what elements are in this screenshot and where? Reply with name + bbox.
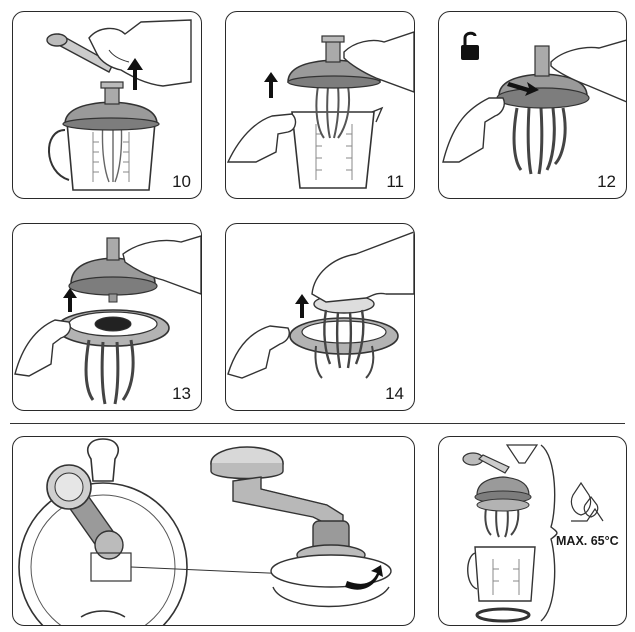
crank-detail-illustration (18, 438, 392, 625)
step-10-illustration (46, 19, 192, 191)
padlock-open-icon (461, 31, 479, 60)
care-parts-illustration (462, 444, 558, 623)
rotate-arrow-icon (345, 565, 383, 590)
care-instructions-panel (438, 436, 627, 626)
hot-water-drop-icon (570, 481, 604, 522)
step-14-panel: 14 (225, 223, 415, 411)
crank-detail-panel (12, 436, 415, 626)
step-number: 13 (172, 384, 191, 403)
section-divider (10, 423, 625, 424)
step-13-illustration (14, 235, 201, 405)
step-12-illustration (442, 39, 626, 175)
step-number: 10 (172, 172, 191, 191)
step-number: 12 (597, 172, 616, 191)
step-14-illustration (227, 231, 414, 379)
max-temperature-label: MAX. 65°C (556, 534, 619, 548)
up-arrow-icon (295, 294, 309, 318)
step-12-panel: 12 (438, 11, 627, 199)
up-arrow-icon (264, 72, 278, 98)
up-arrow-icon (63, 288, 77, 312)
step-number: 14 (385, 384, 404, 403)
step-10-panel: 10 (12, 11, 202, 199)
step-number: 11 (386, 172, 404, 191)
step-11-panel: 11 (225, 11, 415, 199)
push-arrow-icon (507, 82, 539, 96)
step-13-panel: 13 (12, 223, 202, 411)
step-11-illustration (226, 31, 414, 189)
up-arrow-icon (127, 58, 143, 90)
